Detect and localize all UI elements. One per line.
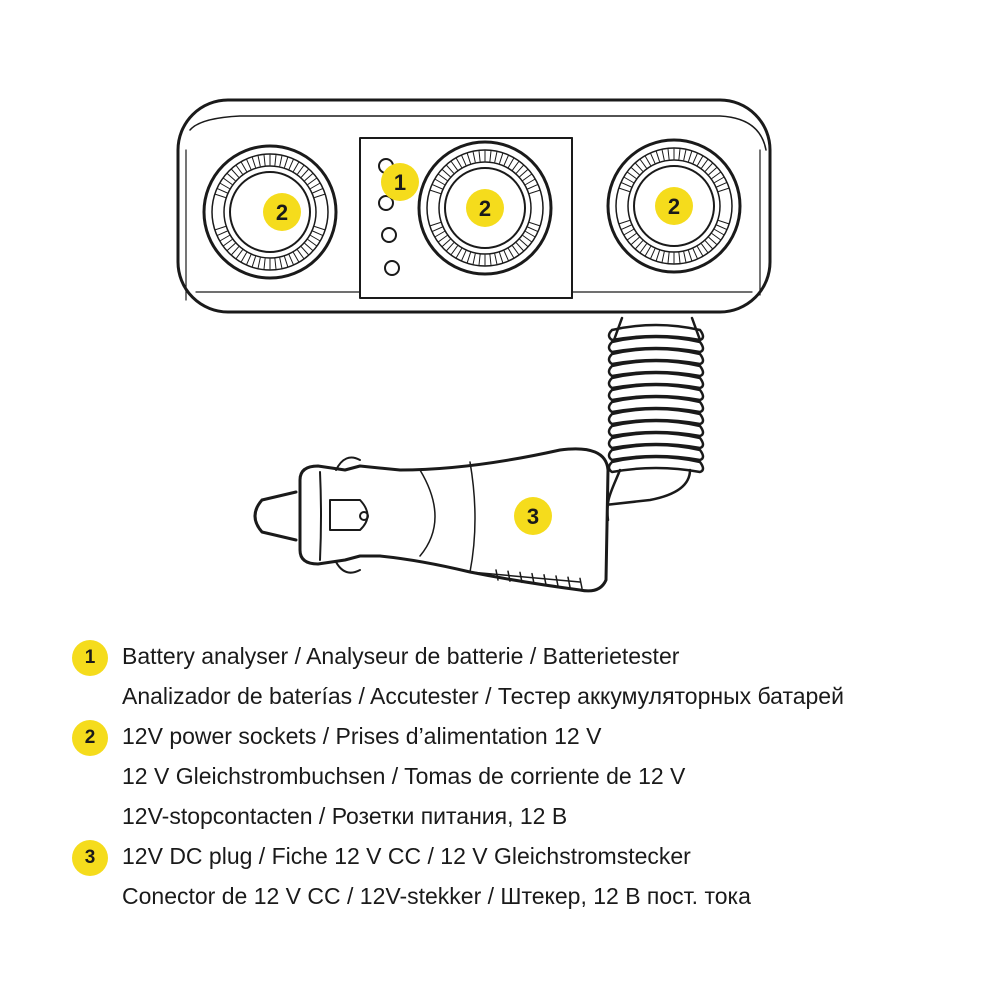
callout-number: 2: [668, 194, 680, 219]
callout-dc-plug: 3: [514, 497, 552, 535]
legend-number-badge: 1: [72, 640, 108, 676]
callout-socket-left: 2: [263, 193, 301, 231]
callout-battery-analyser: 1: [381, 163, 419, 201]
legend-text-line: 12 V Gleichstrombuchsen / Tomas de corri…: [122, 763, 686, 789]
legend-text-line: 12V DC plug / Fiche 12 V CC / 12 V Gleic…: [122, 843, 691, 869]
callout-number: 3: [527, 504, 539, 529]
legend-item-dc-plug: 3 12V DC plug / Fiche 12 V CC / 12 V Gle…: [72, 836, 972, 916]
legend-text-line: Conector de 12 V CC / 12V-stekker / Штек…: [122, 883, 751, 909]
callout-number: 2: [276, 200, 288, 225]
legend-text-line: 12V-stopcontacten / Розетки питания, 12 …: [122, 803, 568, 829]
callout-number: 2: [479, 196, 491, 221]
callout-socket-center: 2: [466, 189, 504, 227]
legend-text-line: Battery analyser / Analyseur de batterie…: [122, 643, 680, 669]
legend-number-badge: 2: [72, 720, 108, 756]
callout-socket-right: 2: [655, 187, 693, 225]
legend-item-battery-analyser: 1 Battery analyser / Analyseur de batter…: [72, 636, 972, 716]
device-diagram: 1 2 2 2 3: [176, 98, 772, 593]
legend-item-power-sockets: 2 12V power sockets / Prises d’alimentat…: [72, 716, 972, 836]
coiled-cable: [603, 316, 705, 522]
legend-text-line: 12V power sockets / Prises d’alimentatio…: [122, 723, 602, 749]
legend-number-badge: 3: [72, 840, 108, 876]
dc-plug: [253, 447, 610, 593]
legend: 1 Battery analyser / Analyseur de batter…: [72, 636, 972, 916]
callout-number: 1: [394, 170, 406, 195]
legend-text-line: Analizador de baterías / Accutester / Те…: [122, 683, 844, 709]
